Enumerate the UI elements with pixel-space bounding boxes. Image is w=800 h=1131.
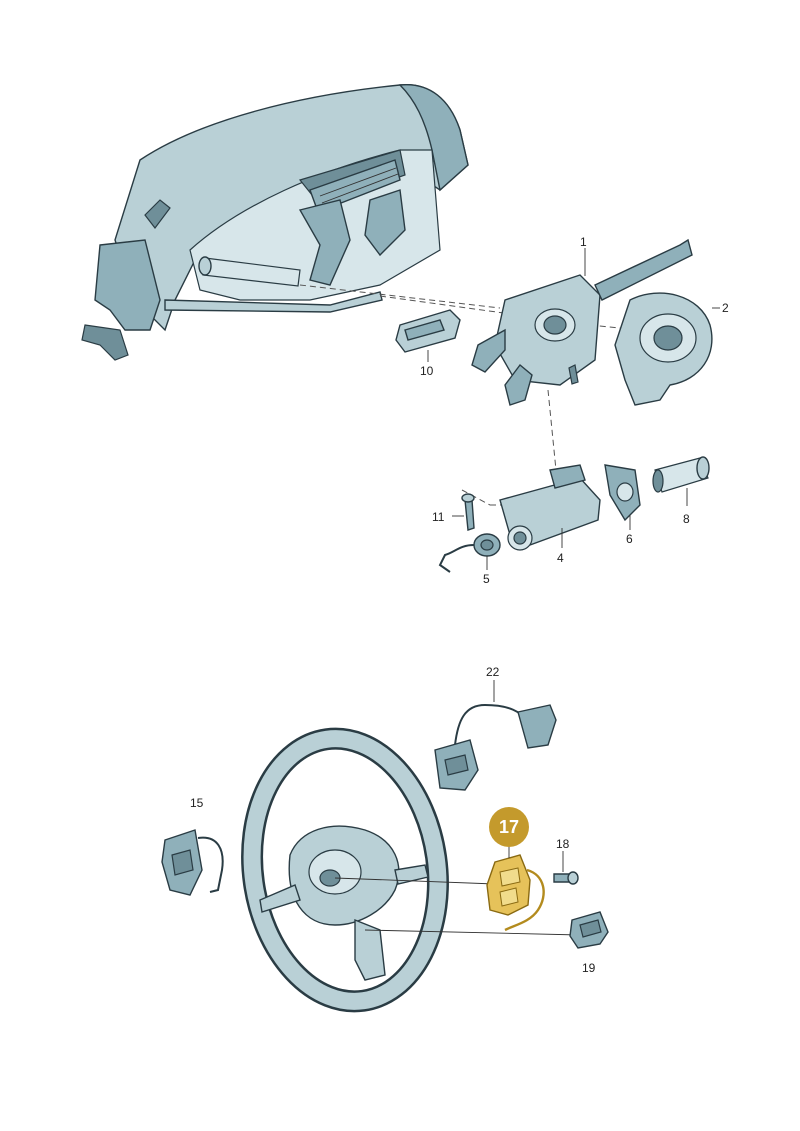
part-15-left-button[interactable] (161, 829, 224, 896)
callout-18[interactable]: 18 (556, 837, 570, 851)
part-2-clock-spring[interactable] (614, 292, 713, 406)
callout-11[interactable]: 11 (432, 510, 445, 524)
part-10-connector[interactable] (395, 309, 461, 353)
part-11-shear-bolt[interactable] (461, 493, 475, 531)
callout-4[interactable]: 4 (557, 551, 564, 565)
callout-15[interactable]: 15 (190, 796, 204, 810)
part-4-lock-housing[interactable] (499, 464, 601, 551)
callout-22[interactable]: 22 (486, 665, 500, 679)
highlight-badge-17[interactable]: 17 (489, 807, 529, 847)
callout-1[interactable]: 1 (580, 235, 587, 249)
callout-17[interactable]: 17 (499, 817, 519, 837)
part-1-combination-switch[interactable] (471, 238, 693, 406)
callout-2[interactable]: 2 (722, 301, 729, 315)
part-5-ignition-switch[interactable] (438, 533, 501, 573)
part-19-button-cover[interactable] (569, 911, 609, 949)
callout-5[interactable]: 5 (483, 572, 490, 586)
steering-wheel (241, 727, 449, 1013)
part-17-button-unit[interactable] (486, 854, 545, 932)
callout-8[interactable]: 8 (683, 512, 690, 526)
part-8-lock-cylinder[interactable] (652, 456, 710, 493)
part-18-screw[interactable] (553, 871, 579, 885)
part-6-trim-cover[interactable] (604, 464, 641, 522)
callout-10[interactable]: 10 (420, 364, 434, 378)
part-22-multifunction-button[interactable] (434, 703, 557, 791)
callout-6[interactable]: 6 (626, 532, 633, 546)
dashboard-assembly (81, 84, 469, 361)
wheel-leader-lines (334, 877, 581, 936)
callout-19[interactable]: 19 (582, 961, 596, 975)
